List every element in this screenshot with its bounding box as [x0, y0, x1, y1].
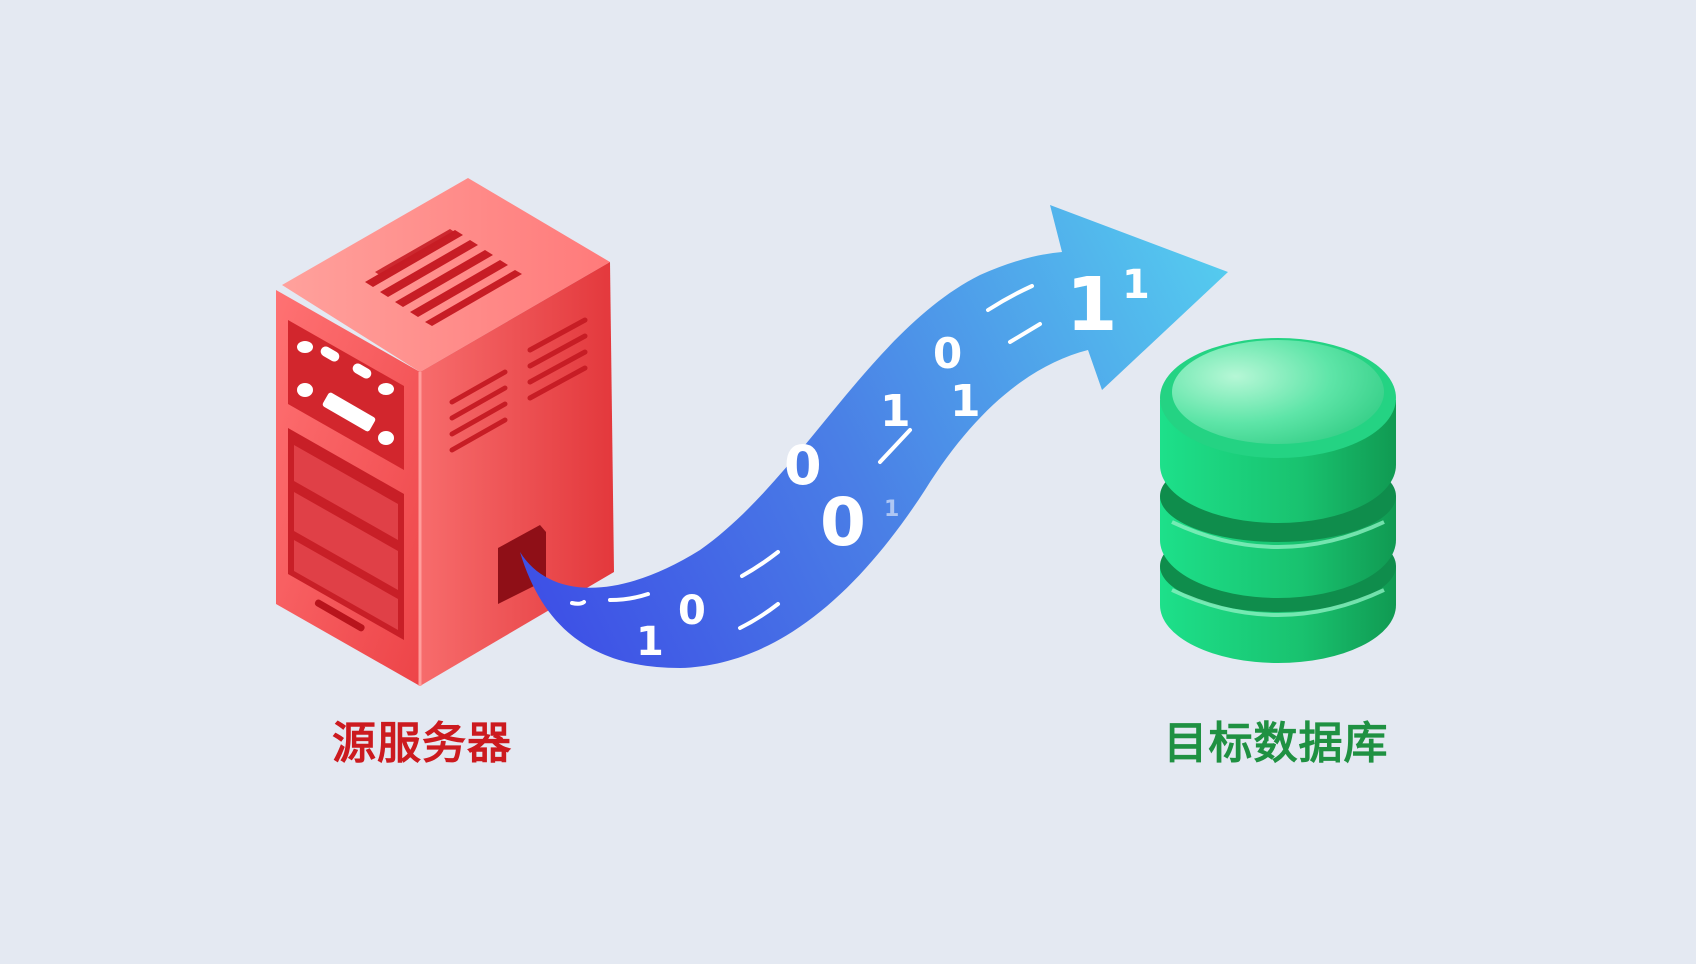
binary-digits: 1 0 0 0 1 1 0 1 1 1 — [636, 262, 1150, 665]
binary-digit: 1 — [950, 376, 981, 427]
target-database-icon — [1160, 338, 1396, 663]
server-side-face — [420, 262, 614, 686]
target-database-label: 目标数据库 — [1163, 718, 1389, 769]
db-highlight — [1171, 588, 1385, 617]
server-upper-panel — [288, 320, 404, 470]
binary-digit: 1 — [880, 386, 911, 437]
binary-digit: 0 — [933, 329, 962, 378]
binary-digit: 0 — [784, 434, 822, 497]
binary-digit: 1 — [884, 497, 899, 522]
db-highlight — [1171, 520, 1385, 549]
speed-streaks — [570, 284, 1042, 630]
server-slot — [314, 599, 365, 632]
server-drive-bays — [288, 428, 404, 640]
binary-digit: 1 — [1122, 262, 1150, 308]
arrow-body — [520, 205, 1228, 668]
server-side-vent — [449, 317, 588, 453]
binary-digit: 0 — [820, 484, 866, 561]
binary-digit: 1 — [1066, 262, 1118, 348]
binary-digit: 1 — [636, 619, 664, 665]
source-server-label: 源服务器 — [332, 718, 512, 769]
data-stream-arrow: 1 0 0 0 1 1 0 1 1 1 — [520, 205, 1228, 668]
binary-digit: 0 — [678, 588, 706, 634]
db-top-face — [1172, 340, 1384, 444]
server-top-vent — [365, 229, 522, 326]
source-server-icon — [276, 178, 614, 686]
